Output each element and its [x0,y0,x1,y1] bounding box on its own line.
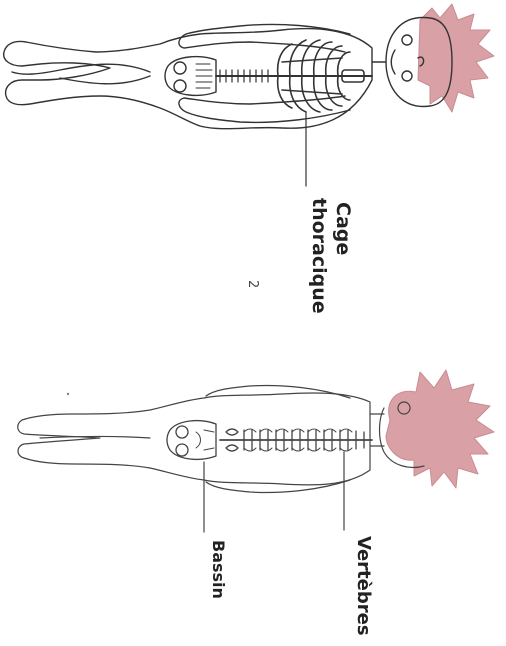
figure-front-pelvis [165,57,216,96]
figure-front-eye-2 [402,71,412,81]
figure-back-body [18,393,370,485]
figure-front-mouth [391,50,395,74]
stray-dot [67,393,69,395]
figure-back-hair [386,370,494,488]
label-vertebres: Vertèbres [354,536,372,636]
figure-front-arm-left [179,24,350,52]
figure-back-spine [220,429,372,451]
figure-front-leg-gap [12,64,150,74]
figure-back-neck [370,414,384,446]
figure-back-pelvis [167,421,216,460]
figure-front [4,4,494,186]
label-bassin: Bassin [210,540,226,599]
label-cage-line1: Cage [333,202,352,255]
page-number: 2 [245,280,260,288]
figure-front-body [4,29,372,129]
figure-back [18,370,494,532]
figure-front-hair [418,4,494,112]
label-cage-line2: thoracique [309,198,328,314]
figure-front-arm-right [179,96,350,122]
figure-front-eye [402,35,412,45]
